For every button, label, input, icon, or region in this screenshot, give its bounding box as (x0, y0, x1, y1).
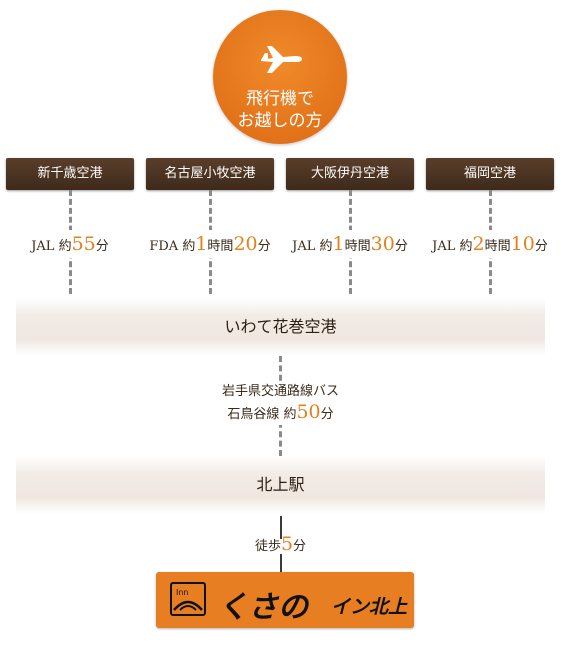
bus-line-2: 石鳥谷線 約50分 (227, 401, 334, 423)
bus-route-text: 岩手県交通路線バス 石鳥谷線 約50分 (0, 382, 561, 425)
air-travel-header: 飛行機で お越しの方 (213, 10, 347, 144)
svg-text:Inn: Inn (176, 588, 189, 597)
airport-nagoya-komaki: 名古屋小牧空港 (146, 158, 274, 190)
hanamaki-airport-band: いわて花巻空港 (16, 298, 545, 356)
kitakami-station-band: 北上駅 (16, 456, 545, 514)
flight-time-chitose: JAL 約55分 (24, 230, 116, 258)
hotel-brand-main: くさの (218, 590, 308, 625)
bus-line-1: 岩手県交通路線バス (221, 384, 339, 399)
header-line-1: 飛行機で (246, 89, 314, 109)
airplane-icon (261, 46, 302, 73)
hotel-logo-kusano-inn: Inn くさの イン北上 (156, 572, 414, 628)
inn-emblem-icon: Inn (170, 582, 206, 616)
airport-new-chitose: 新千歳空港 (6, 158, 134, 190)
walk-text: 徒歩5分 (0, 533, 561, 555)
airport-fukuoka: 福岡空港 (426, 158, 554, 190)
airport-osaka-itami: 大阪伊丹空港 (286, 158, 414, 190)
flight-time-fukuoka: JAL 約2時間10分 (428, 230, 552, 258)
flight-time-osaka: JAL 約1時間30分 (288, 230, 412, 258)
hotel-brand-sub: イン北上 (331, 596, 408, 618)
flight-time-nagoya: FDA 約1時間20分 (146, 230, 274, 258)
header-line-2: お越しの方 (237, 111, 323, 131)
